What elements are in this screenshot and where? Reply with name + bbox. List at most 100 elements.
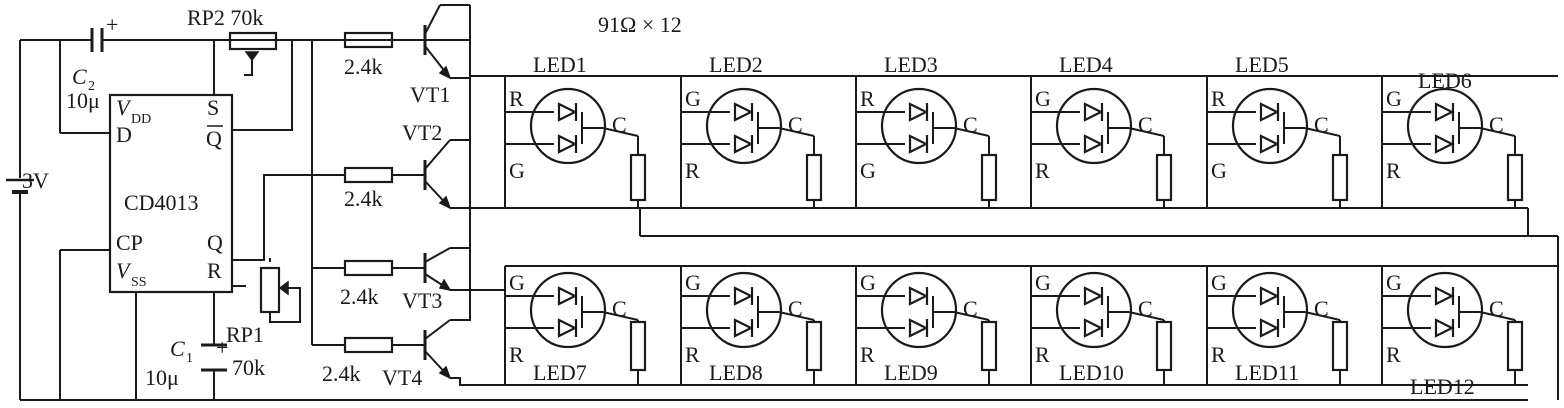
led-common-pin-label: C — [1489, 296, 1504, 321]
led-body-circle — [705, 271, 783, 349]
led-common-lead — [1128, 127, 1165, 137]
diode-triangle — [1259, 134, 1280, 154]
led-common-pin-label: C — [1138, 112, 1153, 137]
led-wiring — [1381, 75, 1558, 208]
transistor-vt3-label: VT3 — [402, 288, 442, 313]
led-series-resistor — [1331, 153, 1349, 202]
base-resistor-3-body — [343, 259, 394, 277]
base-resistor-2-label: 2.4k — [344, 186, 383, 211]
led-name-label: LED12 — [1410, 374, 1475, 399]
diode-triangle — [557, 318, 578, 338]
left-section: 3V + C 2 10μ RP2 70k V DD D S Q CD4013 C… — [6, 4, 1528, 401]
led-series-resistor — [1331, 320, 1349, 372]
led-common-pin-label: C — [1489, 112, 1504, 137]
ic-pin-vss: V — [116, 258, 132, 283]
transistor-vt2-label: VT2 — [402, 120, 442, 145]
pot-rp1-value: 70k — [232, 355, 265, 380]
led-common-pin-label: C — [963, 296, 978, 321]
led-series-resistor — [805, 320, 823, 372]
led-upper-pin-label: R — [509, 86, 524, 111]
led-lower-pin-label: R — [685, 158, 700, 183]
led-common-pin-label: C — [788, 296, 803, 321]
led-common-pin-label: C — [612, 296, 627, 321]
led-body-circle — [529, 271, 607, 349]
led-series-resistor — [629, 153, 647, 202]
led-series-resistor — [629, 320, 647, 372]
led-series-resistor — [1155, 320, 1173, 372]
led-lower-pin-label: R — [509, 342, 524, 367]
ic-cd4013-body — [108, 93, 234, 294]
led-wiring — [1206, 75, 1383, 208]
capacitor-c1-symbol — [201, 343, 227, 372]
led-name-label: LED2 — [709, 52, 763, 77]
led-upper-pin-label: G — [1211, 270, 1227, 295]
transistor-vt4-label: VT4 — [382, 365, 422, 390]
pot-rp2-wiper-arrow — [244, 51, 260, 62]
diode-triangle — [1083, 102, 1104, 122]
led-name-label: LED10 — [1059, 360, 1124, 385]
led-upper-pin-label: R — [860, 86, 875, 111]
led-series-resistor — [1155, 153, 1173, 202]
diode-triangle — [1259, 318, 1280, 338]
led-common-lead — [1479, 127, 1516, 137]
led-upper-pin-label: G — [685, 86, 701, 111]
base-resistor-3-label: 2.4k — [340, 284, 379, 309]
led-common-lead — [1304, 127, 1341, 137]
supply-voltage-label: 3V — [22, 168, 49, 193]
diode-triangle — [733, 318, 754, 338]
led-lower-pin-label: G — [509, 158, 525, 183]
capacitor-c2-symbol — [90, 28, 104, 52]
led-body-circle — [1055, 87, 1133, 165]
diode-triangle — [908, 286, 929, 306]
diode-triangle — [1083, 134, 1104, 154]
led-lower-pin-label: R — [1211, 342, 1226, 367]
led-lower-pin-label: R — [1035, 158, 1050, 183]
led-series-resistor — [805, 153, 823, 202]
pot-rp2-label: RP2 70k — [187, 5, 263, 30]
diode-triangle — [733, 134, 754, 154]
led-body-circle — [880, 87, 958, 165]
diode-triangle — [1259, 102, 1280, 122]
led-common-pin-label: C — [1314, 112, 1329, 137]
led-body-circle — [1231, 271, 1309, 349]
led-upper-pin-label: G — [1386, 86, 1402, 111]
led-lower-pin-label: R — [860, 342, 875, 367]
battery-symbol — [6, 178, 34, 214]
capacitor-c1-polarity: + — [216, 335, 228, 360]
led-name-label: LED11 — [1235, 360, 1299, 385]
ic-pin-q: Q — [207, 230, 223, 255]
led-common-lead — [1479, 311, 1516, 321]
ic-pin-d: D — [116, 122, 132, 147]
diode-triangle — [908, 134, 929, 154]
diode-triangle — [557, 134, 578, 154]
led-body-circle — [1231, 87, 1309, 165]
led-common-lead — [953, 127, 990, 137]
led-lower-pin-label: R — [685, 342, 700, 367]
header-resistor-note: 91Ω × 12 — [598, 12, 682, 37]
diode-triangle — [1434, 318, 1455, 338]
led-name-label: LED7 — [533, 360, 587, 385]
led-cell: G R C LED11 — [1206, 265, 1383, 385]
diode-triangle — [1083, 286, 1104, 306]
diode-triangle — [908, 102, 929, 122]
capacitor-c1-subscript: 1 — [186, 351, 193, 366]
ic-pin-s: S — [207, 95, 219, 120]
led-common-lead — [778, 127, 815, 137]
led-name-label: LED5 — [1235, 52, 1289, 77]
led-upper-pin-label: R — [1211, 86, 1226, 111]
led-common-lead — [1304, 311, 1341, 321]
led-common-pin-label: C — [612, 112, 627, 137]
led-body-circle — [880, 271, 958, 349]
led-name-label: LED4 — [1059, 52, 1113, 77]
led-matrix: RGCLED1GRCLED2RGCLED3GRCLED4RGCLED5GRCLE… — [504, 52, 1559, 400]
diode-triangle — [557, 286, 578, 306]
led-common-pin-label: C — [963, 112, 978, 137]
led-common-pin-label: C — [1314, 296, 1329, 321]
capacitor-c2-subscript: 2 — [88, 79, 95, 94]
ic-name-label: CD4013 — [124, 190, 199, 215]
